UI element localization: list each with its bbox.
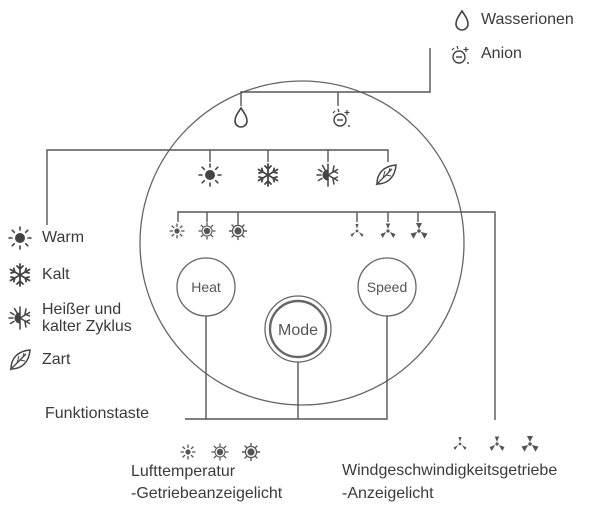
bottom-temp-level-3-icon <box>241 442 261 462</box>
fan-level-3-icon <box>410 223 428 239</box>
heat-button-label: Heat <box>191 279 221 295</box>
legend-anion-icon <box>451 45 470 65</box>
cycle-mode-icon <box>316 163 339 187</box>
legend-cycle-icon <box>8 306 31 330</box>
air-temp-label-line1: Lufttemperatur <box>131 463 236 480</box>
legend-anion-label: Anion <box>481 45 522 62</box>
legend-water-drop-icon <box>455 10 469 31</box>
anion-icon <box>332 108 351 128</box>
temp-level-1-icon <box>169 223 185 239</box>
wind-speed-label-line2: -Anzeigelicht <box>342 485 434 502</box>
legend-water-ions-label: Wasserionen <box>481 11 574 28</box>
top-connector-lines <box>240 48 431 106</box>
warm-mode-icon <box>198 163 222 187</box>
level-connector-lines <box>177 211 496 420</box>
temp-level-3-icon <box>228 221 248 241</box>
cold-mode-icon <box>257 163 279 187</box>
wind-speed-label-line1: Windgeschwindigkeitsgetriebe <box>342 462 558 479</box>
panel-outline <box>139 80 465 406</box>
mode-connector-lines <box>46 149 389 225</box>
legend-cold-label: Kalt <box>42 266 70 283</box>
legend-warm-label: Warm <box>42 229 85 246</box>
heat-button[interactable]: Heat <box>176 257 236 317</box>
legend-snowflake-icon <box>9 263 31 287</box>
speed-button-label: Speed <box>367 279 407 295</box>
function-key-label: Funktionstaste <box>45 405 150 422</box>
air-temp-label-line2: -Getriebeanzeigelicht <box>131 485 283 502</box>
legend-leaf-icon <box>9 349 31 371</box>
bottom-fan-level-3-icon <box>521 436 539 452</box>
bottom-temp-level-2-icon <box>211 443 229 461</box>
bottom-fan-level-2-icon <box>489 436 505 451</box>
bottom-temp-level-1-icon <box>180 444 196 460</box>
mode-button-label: Mode <box>278 322 318 339</box>
function-key-lines <box>185 316 388 420</box>
fan-level-2-icon <box>380 223 396 238</box>
legend-gentle-label: Zart <box>42 351 71 368</box>
water-drop-icon <box>234 107 248 128</box>
legend-sun-icon <box>8 226 32 250</box>
gentle-mode-icon <box>375 164 397 186</box>
legend-cycle-label: Heißer und kalter Zyklus <box>42 301 132 335</box>
speed-button[interactable]: Speed <box>357 257 417 317</box>
mode-button[interactable]: Mode <box>264 295 332 363</box>
bottom-fan-level-1-icon <box>453 437 467 450</box>
temp-level-2-icon <box>198 222 216 240</box>
fan-level-1-icon <box>350 224 364 237</box>
